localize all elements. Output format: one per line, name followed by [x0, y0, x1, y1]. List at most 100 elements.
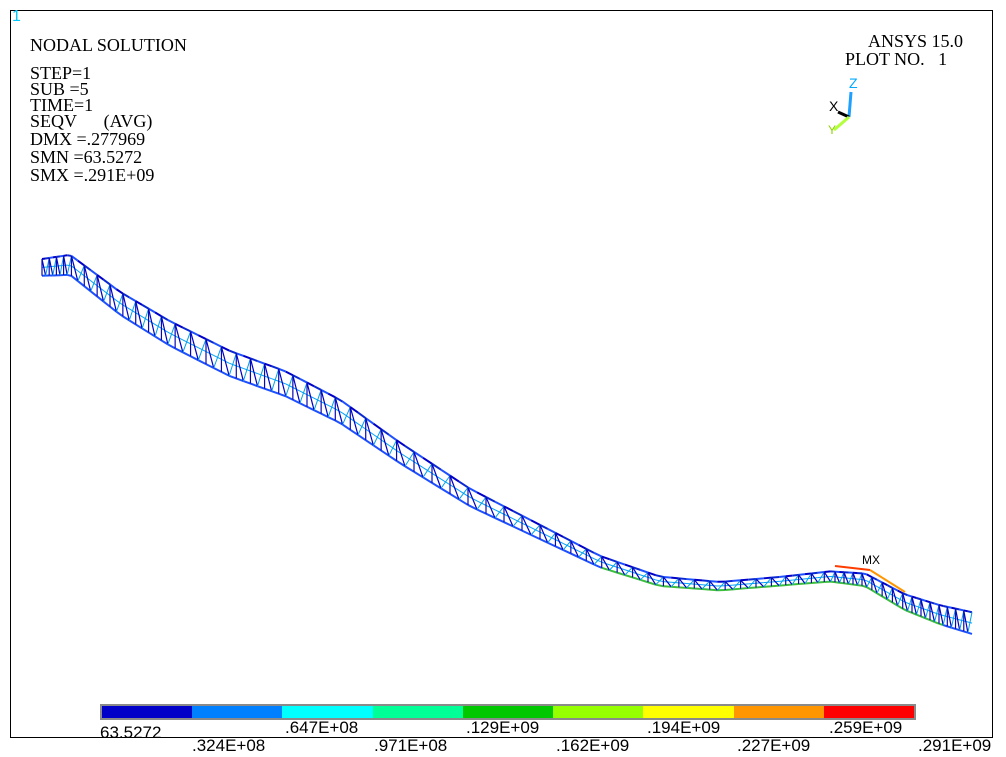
- truss-member: [396, 439, 406, 447]
- truss-member: [570, 540, 580, 558]
- truss-member: [881, 581, 888, 587]
- truss-member: [947, 605, 952, 609]
- truss-member: [876, 582, 883, 594]
- truss-member: [539, 538, 549, 544]
- truss-member: [257, 385, 265, 390]
- truss-member: [686, 586, 695, 590]
- truss-member: [732, 587, 741, 591]
- truss-member: [349, 406, 359, 414]
- truss-member: [792, 583, 799, 586]
- truss-member: [285, 375, 294, 397]
- truss-member: [804, 581, 812, 585]
- truss-member: [167, 323, 176, 345]
- truss-member: [946, 606, 953, 628]
- truss-member: [562, 536, 572, 542]
- truss-member: [907, 610, 913, 614]
- truss-member: [292, 398, 301, 405]
- truss-member: [709, 580, 718, 591]
- truss-member: [494, 506, 505, 519]
- truss-member: [388, 433, 398, 442]
- truss-member: [449, 475, 460, 500]
- truss-member: [678, 577, 687, 581]
- truss-member: [41, 257, 46, 260]
- truss-structure: [41, 254, 973, 635]
- truss-member: [250, 357, 258, 362]
- truss-member: [920, 598, 926, 602]
- legend-swatch: [192, 706, 283, 718]
- truss-member: [942, 606, 948, 626]
- truss-member: [530, 533, 541, 541]
- legend-swatch: [553, 706, 644, 718]
- truss-member: [154, 335, 162, 342]
- truss-member: [413, 451, 424, 459]
- truss-member: [967, 610, 973, 614]
- truss-member: [182, 331, 192, 353]
- truss-member: [96, 274, 105, 302]
- truss-member: [916, 613, 922, 618]
- truss-member: [785, 583, 793, 587]
- truss-member: [197, 334, 207, 340]
- truss-member: [763, 577, 772, 588]
- truss-member: [791, 574, 799, 585]
- legend-label: .129E+09: [466, 718, 540, 737]
- truss-member: [763, 576, 772, 580]
- truss-member: [380, 449, 390, 457]
- truss-member: [220, 370, 230, 377]
- truss-member: [929, 619, 935, 623]
- truss-member: [306, 405, 315, 412]
- truss-member: [404, 445, 415, 453]
- truss-member: [609, 558, 618, 563]
- truss-member: [593, 563, 603, 569]
- truss-member: [167, 343, 176, 350]
- legend-swatch: [733, 706, 824, 718]
- truss-member: [476, 491, 487, 498]
- truss-member: [357, 417, 367, 436]
- truss-member: [122, 293, 130, 321]
- truss-member: [951, 626, 956, 630]
- truss-member: [115, 293, 124, 312]
- truss-member: [861, 584, 868, 589]
- truss-member: [601, 555, 610, 561]
- truss-member: [740, 587, 749, 590]
- truss-member: [440, 468, 451, 477]
- truss-member: [861, 573, 868, 588]
- truss-member: [740, 579, 749, 589]
- truss-member: [320, 389, 329, 395]
- truss-member: [959, 608, 964, 612]
- truss-member: [891, 587, 899, 606]
- truss-member: [771, 584, 780, 588]
- truss-member: [485, 496, 496, 519]
- truss-member: [530, 519, 541, 526]
- truss-member: [90, 290, 98, 298]
- truss-member: [263, 363, 273, 392]
- truss-member: [632, 576, 641, 581]
- truss-member: [174, 322, 184, 329]
- truss-member: [959, 629, 965, 633]
- truss-member: [686, 579, 695, 589]
- info-dmx: DMX =.277969: [30, 129, 146, 149]
- info-smx: SMX =.291E+09: [30, 165, 155, 185]
- truss-member: [647, 572, 657, 585]
- truss-member: [521, 529, 532, 536]
- info-smn: SMN =63.5272: [30, 147, 143, 167]
- truss-member: [467, 504, 478, 511]
- truss-member: [902, 607, 908, 612]
- truss-member: [562, 540, 572, 551]
- truss-member: [554, 532, 564, 538]
- truss-member: [662, 576, 672, 588]
- truss-member: [503, 506, 514, 527]
- truss-member: [154, 311, 162, 318]
- truss-member: [911, 611, 917, 616]
- truss-member: [96, 295, 105, 303]
- truss-member: [570, 540, 580, 546]
- truss-member: [725, 588, 733, 591]
- plot-frame: [10, 10, 993, 738]
- truss-member: [160, 315, 169, 321]
- truss-member: [103, 284, 111, 302]
- truss-member: [197, 338, 207, 361]
- truss-member: [655, 574, 664, 578]
- truss-member: [593, 551, 603, 558]
- truss-member: [213, 367, 222, 373]
